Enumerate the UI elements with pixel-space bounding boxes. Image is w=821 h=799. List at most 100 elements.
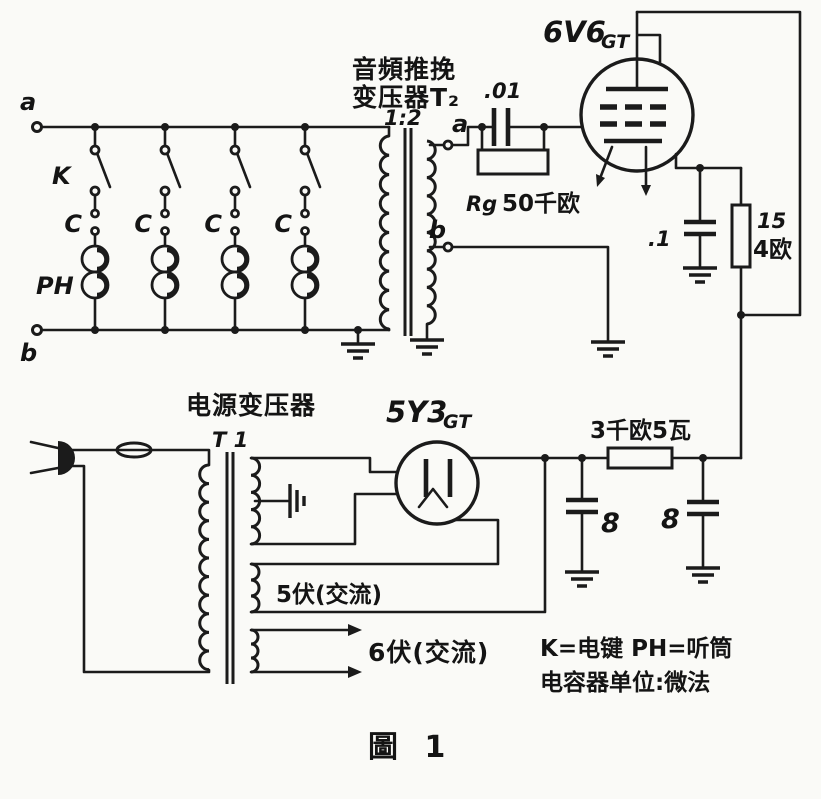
coupling-capacitor <box>491 108 511 146</box>
grid-resistor-value: 50千欧 <box>502 191 580 217</box>
jack-contact <box>230 208 240 219</box>
filter-cap-right <box>687 499 719 517</box>
junction-dot <box>540 123 548 131</box>
headphone-shading <box>166 247 179 298</box>
figure-caption: 圖 1 <box>368 730 453 765</box>
contact-c-label: C <box>274 210 292 238</box>
bypass-capacitor <box>684 219 716 237</box>
filter-resistor-label: 3千欧5瓦 <box>590 418 691 444</box>
switch-contact <box>299 144 311 156</box>
ground-icon <box>341 342 375 360</box>
audio-transformer-t2: a b 音頻推挽 变压器T₂ 1:2 <box>352 55 468 356</box>
switch-contact <box>159 185 171 197</box>
t2-secondary-b-label: b <box>429 216 446 244</box>
headphone-branch-4 <box>290 125 322 332</box>
coupling-cap-label: .01 <box>484 79 521 103</box>
cathode-network: .1 15 4欧 <box>648 152 792 319</box>
grid-resistor-body <box>476 148 550 176</box>
contact-c-label: C <box>134 210 152 238</box>
grid-resistor-name: Rg <box>466 192 497 216</box>
arrow-right-icon <box>348 666 362 678</box>
coupling-network: .01 Rg 50千欧 <box>450 79 584 217</box>
branch-wire <box>93 125 112 332</box>
headphone-branch-2 <box>150 125 182 332</box>
fuse-icon <box>115 441 153 459</box>
tube-6v6-name: 6V6 <box>543 15 606 49</box>
legend-line1: K=电键 PH=听筒 <box>540 635 732 662</box>
tube-5y3-name: 5Y3 <box>386 395 447 429</box>
terminal-a <box>31 121 43 133</box>
contact-c-label: C <box>204 210 222 238</box>
mains-input <box>29 440 211 674</box>
filter-cap-left-label: 8 <box>601 508 620 539</box>
ground-icon <box>288 484 306 518</box>
jack-contact <box>160 226 170 236</box>
branch-wire <box>233 125 252 332</box>
bplus-top-loop <box>635 10 802 317</box>
terminal-a-label: a <box>20 88 36 116</box>
t2-secondary-coil <box>426 139 437 326</box>
jack-contact <box>300 208 310 219</box>
tube-envelope <box>394 440 480 526</box>
junction-dot <box>541 454 549 462</box>
filter-cap-right-label: 8 <box>661 504 680 535</box>
t2-primary-coil <box>378 134 390 331</box>
junction-dot <box>354 326 362 334</box>
supply-wiring <box>450 10 802 460</box>
t1-title: 电源变压器 <box>186 391 316 420</box>
tube-5y3-suffix: GT <box>443 411 473 433</box>
t1-6v-coil <box>250 628 260 674</box>
switch-contact <box>159 144 171 156</box>
t1-primary-coil <box>198 463 210 672</box>
filter-cap-left <box>566 497 598 515</box>
junction-dot <box>161 326 169 334</box>
grid-electrode-dashes <box>600 104 666 127</box>
plug-prongs <box>29 440 60 475</box>
power-plug-icon <box>58 441 75 475</box>
arrow-down-icon <box>596 174 605 187</box>
power-transformer-t1: 电源变压器 T 1 5伏(交流) 6伏(交流) <box>186 391 547 684</box>
switch-contact <box>229 185 241 197</box>
hv-plate-leads <box>249 456 399 546</box>
grid-resistor-leads <box>480 125 546 152</box>
switch-contact <box>229 144 241 156</box>
filter-network: 3千欧5瓦 8 8 <box>468 418 743 588</box>
heater-6v-leads <box>249 628 350 674</box>
headphone-shading <box>96 247 109 298</box>
junction-dot <box>91 326 99 334</box>
rectifier-plates <box>423 459 453 497</box>
cathode-rail <box>674 152 743 170</box>
secondary-b-return <box>450 245 610 342</box>
t2-secondary-a-label: a <box>452 110 468 138</box>
switch-contact <box>89 185 101 197</box>
t1-core <box>225 452 235 684</box>
terminal-b-label: b <box>20 339 37 367</box>
arrow-right-icon <box>348 624 362 636</box>
tube-6v6-suffix: GT <box>601 31 631 53</box>
junction-dot <box>91 123 99 131</box>
t2-title-line1: 音頻推挽 <box>352 55 456 84</box>
grid-wire <box>450 125 584 147</box>
jack-contact <box>300 226 310 236</box>
switch-k-label: K <box>52 162 73 190</box>
t2-stub-wires <box>387 125 446 340</box>
output-tube-6v6: 6V6 GT <box>543 10 695 196</box>
ground-icon <box>591 340 625 358</box>
headphone-ph-label: PH <box>36 272 74 300</box>
jack-contact <box>90 226 100 236</box>
junction-dot <box>301 326 309 334</box>
jack-contact <box>90 208 100 219</box>
switch-contact <box>299 185 311 197</box>
winding-6v-label: 6伏(交流) <box>368 638 489 667</box>
cathode-resistor-unit: 4欧 <box>753 237 792 263</box>
filament-5v-leads <box>249 456 547 614</box>
arrow-down-icon <box>641 185 651 196</box>
ground-icon <box>686 566 720 584</box>
headphone-branch-3 <box>220 125 252 332</box>
ground-icon <box>565 570 599 588</box>
filter-resistor-body <box>606 446 674 470</box>
junction-dot <box>161 123 169 131</box>
rectifier-filament <box>417 487 449 509</box>
